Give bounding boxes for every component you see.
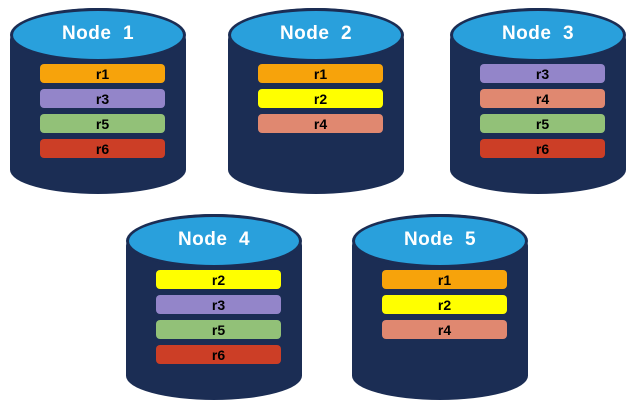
replica-bar: r1 <box>258 64 383 83</box>
replica-bar: r1 <box>40 64 165 83</box>
replica-list: r1 r2 r4 <box>228 64 404 139</box>
replica-bar: r5 <box>480 114 605 133</box>
replica-bar: r2 <box>382 295 507 314</box>
replica-bar: r5 <box>156 320 281 339</box>
replica-bar: r2 <box>258 89 383 108</box>
cylinder-top-ellipse <box>126 214 302 268</box>
cylinder-top-ellipse <box>228 8 404 62</box>
replica-list: r1 r3 r5 r6 <box>10 64 186 164</box>
cylinder-top-ellipse <box>450 8 626 62</box>
replica-bar: r6 <box>40 139 165 158</box>
replica-list: r1 r2 r4 <box>352 270 528 345</box>
replica-bar: r4 <box>480 89 605 108</box>
replica-bar: r3 <box>480 64 605 83</box>
replica-bar: r6 <box>156 345 281 364</box>
replica-bar: r1 <box>382 270 507 289</box>
replica-bar: r4 <box>258 114 383 133</box>
replica-bar: r2 <box>156 270 281 289</box>
replica-list: r2 r3 r5 r6 <box>126 270 302 370</box>
cylinder-top-ellipse <box>352 214 528 268</box>
replica-bar: r6 <box>480 139 605 158</box>
replica-list: r3 r4 r5 r6 <box>450 64 626 164</box>
cylinder-top-ellipse <box>10 8 186 62</box>
replica-bar: r3 <box>156 295 281 314</box>
replica-bar: r4 <box>382 320 507 339</box>
replica-bar: r5 <box>40 114 165 133</box>
replica-bar: r3 <box>40 89 165 108</box>
